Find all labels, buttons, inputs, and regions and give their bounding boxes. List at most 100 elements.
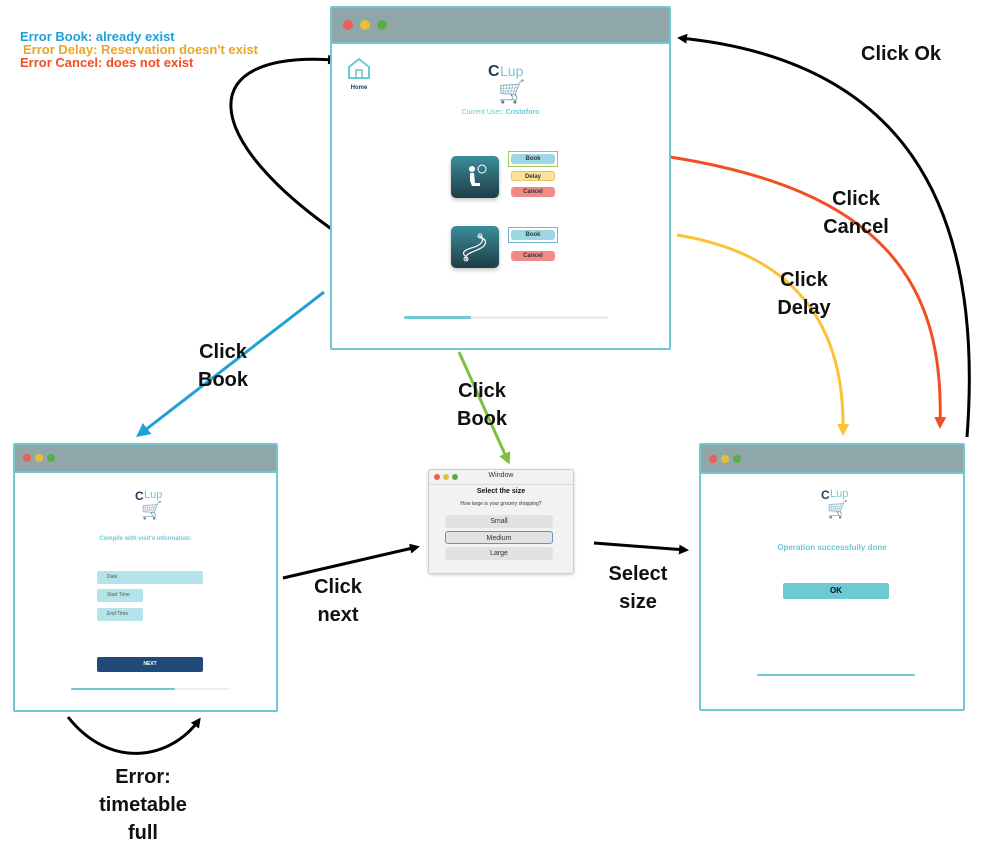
size-option-small[interactable]: Small bbox=[445, 515, 553, 528]
click-delay-label: Click Delay bbox=[764, 266, 844, 322]
click-cancel-line2: Cancel bbox=[823, 216, 889, 238]
select-size-arrow bbox=[593, 541, 689, 555]
shop-cancel-button[interactable]: Cancel bbox=[511, 187, 555, 197]
size-option-medium[interactable]: Medium bbox=[445, 531, 553, 544]
person-shop-icon bbox=[469, 164, 487, 186]
minimize-dot[interactable] bbox=[721, 455, 729, 463]
size-option-large[interactable]: Large bbox=[445, 547, 553, 560]
click-next-line2: next bbox=[317, 604, 359, 626]
error-timetable-line2: timetable bbox=[99, 794, 187, 816]
click-delay-line2: Delay bbox=[777, 297, 831, 319]
logo-lup: Lup bbox=[144, 489, 163, 501]
select-size-line2: size bbox=[619, 591, 657, 613]
date-field[interactable]: Date bbox=[97, 571, 203, 584]
error-timetable-line1: Error: bbox=[115, 766, 171, 788]
success-progress bbox=[757, 674, 915, 676]
close-dot[interactable] bbox=[709, 455, 717, 463]
click-delay-line1: Click bbox=[780, 269, 828, 291]
error-cancel-text: Error Cancel: does not exist bbox=[20, 55, 194, 70]
click-book-blue-arrow bbox=[136, 290, 325, 438]
error-timetable-line3: full bbox=[128, 822, 158, 844]
main-progress-fill bbox=[404, 316, 472, 319]
home-icon bbox=[348, 57, 370, 79]
walk-book-frame bbox=[508, 227, 558, 243]
maximize-dot[interactable] bbox=[733, 455, 741, 463]
select-size-line1: Select bbox=[608, 563, 668, 585]
size-popup-title: Window bbox=[488, 472, 514, 479]
shop-book-button[interactable]: Book bbox=[511, 154, 555, 164]
click-book-mid-line1: Click bbox=[458, 380, 506, 402]
click-ok-label: Click Ok bbox=[861, 43, 942, 65]
walk-book-button[interactable]: Book bbox=[511, 230, 555, 240]
home-label: Home bbox=[350, 85, 368, 91]
main-window: Home C Lup 🛒 Current User: Cristoforo Bo… bbox=[330, 6, 671, 350]
walk-tile[interactable] bbox=[451, 226, 499, 268]
error-book-text: Error Book: already exist bbox=[20, 29, 175, 44]
click-book-left-line2: Book bbox=[198, 369, 248, 391]
walk-cancel-button[interactable]: Cancel bbox=[511, 251, 555, 261]
error-loop-arrow bbox=[229, 54, 344, 239]
error-delay-text: Error Delay: Reservation doesn't exist bbox=[23, 42, 259, 57]
click-cancel-label: Click Cancel bbox=[816, 185, 896, 241]
maximize-dot[interactable] bbox=[47, 454, 55, 462]
form-progress-fill bbox=[71, 688, 176, 690]
route-icon bbox=[463, 233, 487, 262]
minimize-dot[interactable] bbox=[360, 20, 370, 30]
next-button[interactable]: NEXT bbox=[97, 657, 203, 672]
click-book-left-label: Click Book bbox=[183, 338, 263, 394]
form-progress bbox=[71, 688, 229, 690]
cart-icon: 🛒 bbox=[498, 79, 526, 104]
success-progress-fill bbox=[757, 674, 915, 676]
end-time-field[interactable]: End Time bbox=[97, 608, 143, 621]
click-book-left-line1: Click bbox=[199, 341, 247, 363]
size-popup-titlebar: Window bbox=[429, 470, 573, 485]
size-popup: Window Select the size How large is your… bbox=[428, 469, 574, 574]
click-book-green-arrow bbox=[457, 351, 511, 465]
success-message: Operation successfully done bbox=[777, 543, 887, 552]
logo-c: C bbox=[488, 63, 500, 80]
size-popup-question: How large is your grocery shopping? bbox=[460, 501, 542, 507]
maximize-dot[interactable] bbox=[452, 474, 458, 480]
size-popup-heading: Select the size bbox=[476, 488, 526, 495]
shop-delay-button[interactable]: Delay bbox=[511, 171, 555, 181]
home-button[interactable]: Home bbox=[346, 56, 372, 91]
shop-book-frame bbox=[508, 151, 558, 167]
error-timetable-label: Error: timetable full bbox=[88, 763, 198, 847]
form-window: C Lup 🛒 Compile with visit's information… bbox=[13, 443, 278, 712]
click-next-line1: Click bbox=[314, 576, 362, 598]
form-window-titlebar bbox=[15, 445, 276, 473]
current-user: Current User: Cristoforo bbox=[332, 109, 669, 116]
click-book-mid-line2: Book bbox=[457, 408, 507, 430]
success-window: C Lup 🛒 Operation successfully done OK bbox=[699, 443, 965, 711]
minimize-dot[interactable] bbox=[443, 474, 449, 480]
logo-lup: Lup bbox=[500, 63, 524, 79]
current-user-prefix: Current User: bbox=[461, 109, 506, 116]
click-book-mid-label: Click Book bbox=[442, 377, 522, 433]
logo-c: C bbox=[135, 489, 144, 503]
maximize-dot[interactable] bbox=[377, 20, 387, 30]
click-cancel-arrow bbox=[669, 155, 947, 429]
ok-button[interactable]: OK bbox=[783, 583, 889, 599]
success-window-titlebar bbox=[701, 445, 963, 474]
logo-lup: Lup bbox=[830, 488, 849, 500]
click-ok-arrow bbox=[677, 33, 971, 438]
main-window-titlebar bbox=[332, 8, 669, 44]
click-next-arrow bbox=[282, 543, 420, 580]
shop-tile[interactable] bbox=[451, 156, 499, 198]
close-dot[interactable] bbox=[434, 474, 440, 480]
cart-icon: 🛒 bbox=[141, 501, 163, 520]
select-size-label: Select size bbox=[598, 560, 678, 616]
start-time-field[interactable]: Start Time bbox=[97, 589, 143, 602]
click-delay-arrow bbox=[676, 233, 850, 436]
current-user-name: Cristoforo bbox=[505, 109, 540, 116]
cart-icon: 🛒 bbox=[827, 500, 849, 519]
minimize-dot[interactable] bbox=[35, 454, 43, 462]
close-dot[interactable] bbox=[343, 20, 353, 30]
main-progress bbox=[404, 316, 608, 319]
logo-c: C bbox=[821, 488, 830, 502]
click-next-label: Click next bbox=[298, 573, 378, 629]
click-cancel-line1: Click bbox=[832, 188, 880, 210]
form-heading: Compile with visit's information: bbox=[99, 536, 192, 542]
close-dot[interactable] bbox=[23, 454, 31, 462]
